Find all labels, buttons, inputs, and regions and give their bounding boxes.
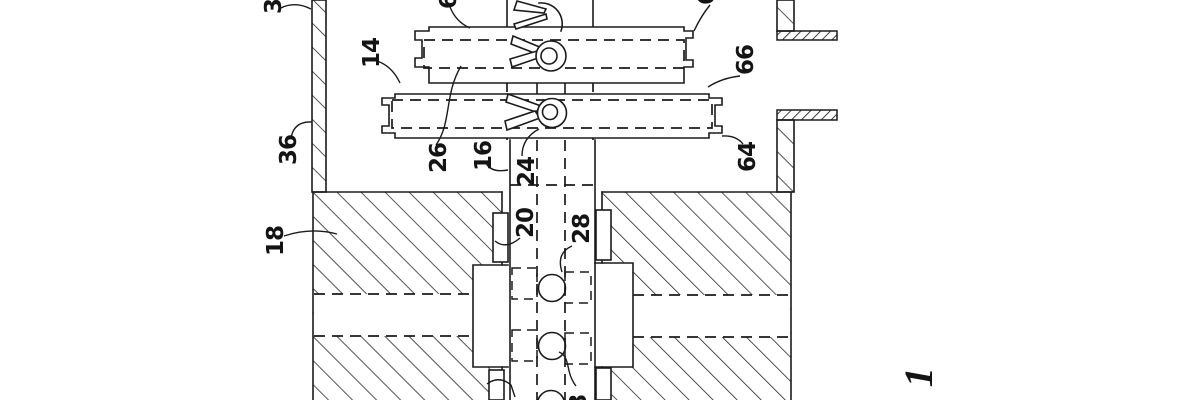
valve-body-block — [312, 191, 792, 400]
ref-label-28: 28 — [569, 214, 595, 244]
ref-label-14: 14 — [359, 38, 385, 68]
ref-label-8: 8 — [566, 395, 592, 400]
ref-label-20: 20 — [513, 208, 539, 238]
ref-label-26: 26 — [426, 143, 452, 173]
right-housing-wall — [776, 0, 838, 193]
figure-caption: Fig. 1 — [896, 367, 941, 400]
ref-label-3: 3 — [261, 0, 287, 14]
stem-port-holes — [537, 273, 567, 400]
leader-lines — [280, 4, 744, 398]
ref-label-36: 36 — [276, 135, 302, 165]
upper-retaining-clip — [509, 0, 567, 72]
upper-port-flange — [776, 30, 838, 41]
bore-seal-inserts — [488, 209, 612, 400]
ref-label-64: 64 — [735, 142, 761, 172]
lower-port-flange — [776, 109, 838, 121]
left-housing-wall — [311, 0, 327, 193]
ref-label-6-top-right: 6 — [694, 0, 720, 5]
lower-retaining-clip — [504, 92, 568, 132]
ref-label-16: 16 — [471, 141, 497, 171]
hidden-gallery-lines — [314, 293, 790, 338]
ref-label-66: 66 — [733, 45, 759, 75]
ref-label-6-top-center: 6 — [436, 0, 462, 9]
ref-label-24: 24 — [514, 157, 540, 187]
ref-label-18: 18 — [263, 226, 289, 256]
reference-numerals: 3 6 6 36 14 26 16 24 66 64 18 20 28 8 — [261, 0, 761, 400]
